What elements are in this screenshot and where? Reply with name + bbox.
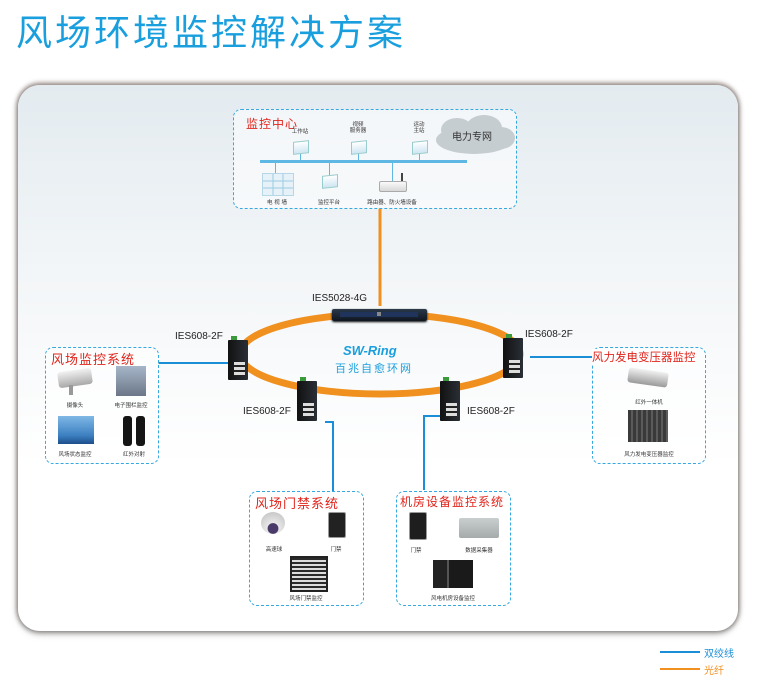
access-panel-icon bbox=[290, 556, 328, 592]
transformer-monitoring-panel: 风力发电变压器监控 红外一体机 风力发电变压器监控 bbox=[592, 347, 706, 464]
ring-subtitle: 百兆自愈环网 bbox=[335, 362, 413, 375]
cloud-label: 电力专网 bbox=[452, 132, 492, 143]
device-label: 监控平台 bbox=[317, 200, 341, 206]
video-wall-icon bbox=[262, 173, 294, 196]
machine-room-panel: 机房设备监控系统 门禁 数据采集器 风电机房设备监控 bbox=[396, 491, 511, 606]
legend-line-fiber bbox=[660, 668, 700, 670]
core-switch-icon bbox=[332, 309, 427, 321]
edge-switch-icon-left bbox=[228, 336, 248, 380]
legend-label: 光纤 bbox=[704, 666, 724, 677]
panel-title: 风场监控系统 bbox=[51, 353, 136, 368]
access-control-panel: 风场门禁系统 高速球 门禁 风场门禁监控 bbox=[249, 491, 364, 606]
network-bus bbox=[260, 160, 467, 163]
cloud-icon bbox=[436, 115, 515, 154]
page-title: 风场环境监控解决方案 bbox=[16, 13, 407, 54]
twisted-pair-bottom-right bbox=[423, 415, 440, 490]
item-label: 风电机房设备监控 bbox=[430, 596, 476, 602]
monitor-icon bbox=[322, 174, 338, 189]
device-label: 路由器、防火墙设备 bbox=[367, 200, 417, 206]
monitor-icon bbox=[412, 140, 428, 155]
dome-camera-icon bbox=[261, 512, 285, 534]
infrared-sensor-icon bbox=[123, 416, 132, 446]
edge-switch-label: IES608-2F bbox=[467, 406, 515, 417]
device-label: 视频 服务器 bbox=[349, 122, 367, 134]
twisted-pair-bottom-left bbox=[325, 421, 334, 492]
edge-switch-icon-bottom-left bbox=[297, 377, 317, 421]
item-label: 门禁 bbox=[330, 547, 342, 553]
edge-switch-label: IES608-2F bbox=[243, 406, 291, 417]
device-label: 工作站 bbox=[291, 129, 309, 135]
data-collector-icon bbox=[459, 518, 499, 538]
edge-switch-icon-bottom-right bbox=[440, 377, 460, 421]
item-label: 红外一体机 bbox=[635, 400, 663, 406]
server-rack-icon bbox=[433, 560, 473, 588]
camera-icon bbox=[627, 367, 669, 388]
item-label: 红外对射 bbox=[122, 452, 146, 458]
device-label: 电 视 墙 bbox=[267, 200, 287, 206]
legend-line-twisted-pair bbox=[660, 651, 700, 653]
edge-switch-label: IES608-2F bbox=[175, 331, 223, 342]
router-icon bbox=[379, 181, 407, 192]
device-label: 运动 主站 bbox=[413, 122, 425, 134]
transformer-icon bbox=[628, 410, 668, 442]
ring-name: SW-Ring bbox=[343, 343, 397, 358]
edge-switch-label: IES608-2F bbox=[525, 329, 573, 340]
core-switch-label: IES5028-4G bbox=[312, 293, 368, 304]
monitoring-center-panel: 监控中心 电力专网 工作站 视频 服务器 运动 主站 电 视 墙 监控平台 路由… bbox=[233, 109, 517, 209]
item-label: 风力发电变压器监控 bbox=[624, 452, 674, 458]
camera-icon bbox=[57, 367, 93, 389]
edge-switch-icon-right bbox=[503, 334, 523, 378]
wind-turbine-icon bbox=[58, 416, 94, 444]
monitor-icon bbox=[351, 140, 367, 155]
keypad-icon bbox=[409, 512, 427, 540]
legend-label: 双绞线 bbox=[704, 649, 734, 660]
panel-title: 风场门禁系统 bbox=[255, 497, 340, 512]
monitor-icon bbox=[293, 140, 309, 155]
item-label: 摄像头 bbox=[66, 403, 84, 409]
item-label: 风场门禁监控 bbox=[289, 596, 323, 602]
panel-title: 机房设备监控系统 bbox=[400, 495, 505, 509]
item-label: 高速球 bbox=[265, 547, 283, 553]
panel-title: 风力发电变压器监控 bbox=[592, 349, 696, 365]
item-label: 风场状态监控 bbox=[58, 452, 92, 458]
keypad-icon bbox=[328, 512, 346, 538]
item-label: 门禁 bbox=[410, 548, 422, 554]
item-label: 数据采集器 bbox=[465, 548, 493, 554]
item-label: 电子围栏监控 bbox=[114, 403, 148, 409]
fence-icon bbox=[116, 366, 146, 396]
wind-farm-monitoring-panel: 风场监控系统 摄像头 电子围栏监控 风场状态监控 红外对射 bbox=[45, 347, 159, 464]
panel-title: 监控中心 bbox=[246, 117, 299, 131]
